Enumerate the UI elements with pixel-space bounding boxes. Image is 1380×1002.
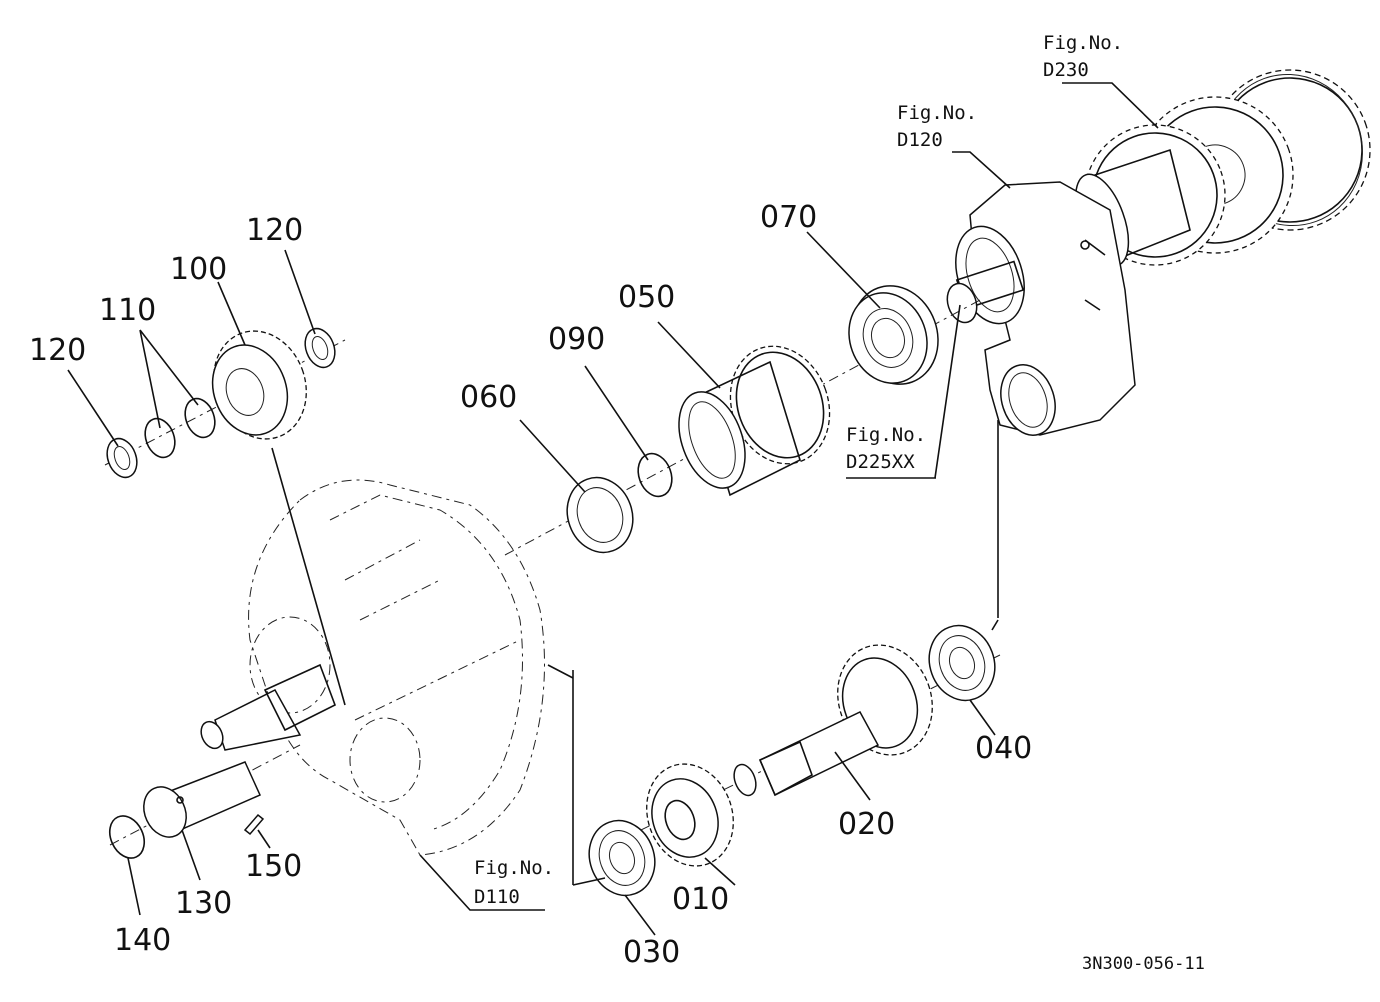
part-label-030: 030 [623,935,680,970]
case-d110 [248,479,545,856]
leader-lines [67,82,1159,936]
part-label-120-left: 120 [29,333,86,368]
fig-ref-d225xx-line2: D225XX [846,451,915,473]
output-shaft [200,663,337,751]
part-label-020: 020 [838,807,895,842]
part-label-120-right: 120 [246,213,303,248]
needle-bearings-110 [144,397,216,459]
fig-ref-d230-line2: D230 [1043,59,1089,81]
gear-100 [211,330,307,440]
part-label-140: 140 [114,923,171,958]
part-label-050: 050 [618,280,675,315]
washer-120-left [106,437,138,479]
gear-010 [646,763,734,867]
housing-d120 [946,181,1136,436]
part-label-070: 070 [760,200,817,235]
gear-050 [678,345,831,497]
part-label-100: 100 [170,252,227,287]
part-label-040: 040 [975,731,1032,766]
part-label-060: 060 [460,380,517,415]
part-label-090: 090 [548,322,605,357]
fig-ref-d225xx-line1: Fig.No. [846,424,926,446]
fig-ref-d230-line1: Fig.No. [1043,32,1123,54]
part-label-150: 150 [245,849,302,884]
pin-150 [243,813,265,836]
snap-ring-090 [637,452,673,498]
part-label-130: 130 [175,886,232,921]
gear-shaft-020 [733,644,933,797]
part-label-110: 110 [99,293,156,328]
sleeve-130 [143,761,261,838]
fig-ref-d120-line1: Fig.No. [897,102,977,124]
o-ring-140 [108,815,146,859]
fig-ref-d120-line2: D120 [897,129,943,151]
bearing-030 [588,819,656,897]
fig-ref-d110-line2: D110 [474,886,520,908]
part-label-010: 010 [672,882,729,917]
bearing-040 [928,624,996,702]
seal-060 [566,476,634,554]
bearing-070 [848,285,939,385]
document-code: 3N300-056-11 [1082,954,1205,974]
fig-ref-d110-line1: Fig.No. [474,857,554,879]
washer-120-right [304,327,336,369]
